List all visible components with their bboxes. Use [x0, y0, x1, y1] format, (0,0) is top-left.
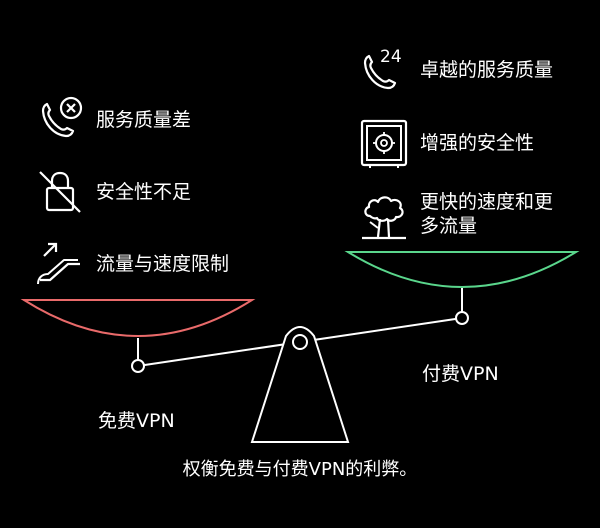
- paid-pro-item: 增强的安全性: [358, 117, 534, 169]
- lock-slash-icon: [39, 171, 81, 213]
- paid-pro-label: 卓越的服务质量: [420, 59, 554, 81]
- phone-x-icon: [41, 96, 83, 138]
- phone-24-icon: 24: [363, 47, 402, 90]
- paid-vpn-label: 付费VPN: [422, 363, 499, 385]
- paid-pro-item: 24 卓越的服务质量: [358, 44, 553, 96]
- paid-pro-item: 更快的速度和更 多流量: [358, 190, 553, 242]
- free-con-item: 流量与速度限制: [34, 238, 229, 290]
- phone-badge: 24: [380, 47, 402, 67]
- free-con-label: 服务质量差: [96, 109, 192, 131]
- free-con-label: 安全性不足: [96, 181, 192, 203]
- escalator-icon: [37, 242, 80, 285]
- safe-icon: [360, 119, 408, 168]
- free-vpn-label: 免费VPN: [98, 410, 175, 432]
- stand-pivot: [292, 334, 308, 350]
- scale-stand: [250, 326, 350, 443]
- tree-icon: [362, 196, 406, 240]
- diagram-caption: 权衡免费与付费VPN的利弊。: [182, 459, 418, 480]
- paid-vpn-pan: [344, 251, 580, 288]
- free-con-item: 服务质量差: [34, 94, 191, 146]
- paid-pro-label: 更快的速度和更 多流量: [420, 191, 554, 237]
- free-vpn-pan: [20, 299, 256, 337]
- left-pivot: [131, 359, 145, 373]
- right-pivot: [455, 311, 469, 325]
- free-con-item: 安全性不足: [34, 166, 191, 218]
- free-con-label: 流量与速度限制: [96, 253, 230, 275]
- paid-pro-label: 增强的安全性: [420, 132, 535, 154]
